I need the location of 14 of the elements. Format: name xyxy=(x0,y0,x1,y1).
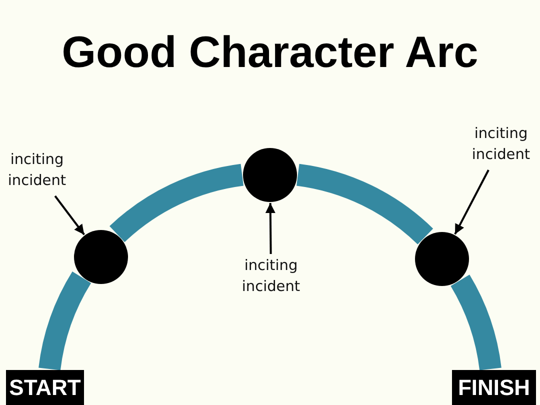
arrow xyxy=(454,170,490,235)
finish-marker: FINISH xyxy=(452,370,536,405)
arrow xyxy=(54,195,85,236)
annotation-text: inciting incident xyxy=(466,124,536,168)
annotation-text: inciting incident xyxy=(234,256,308,300)
milestone-dot xyxy=(415,232,469,286)
title: Good Character Arc xyxy=(60,28,480,78)
arc-segment xyxy=(296,164,433,245)
arrow xyxy=(265,202,276,254)
annotation-text: inciting incident xyxy=(2,150,72,194)
milestone-dot xyxy=(243,148,297,202)
milestone-dot xyxy=(74,230,128,284)
start-marker: START xyxy=(6,370,84,405)
arc-segment xyxy=(110,164,244,243)
